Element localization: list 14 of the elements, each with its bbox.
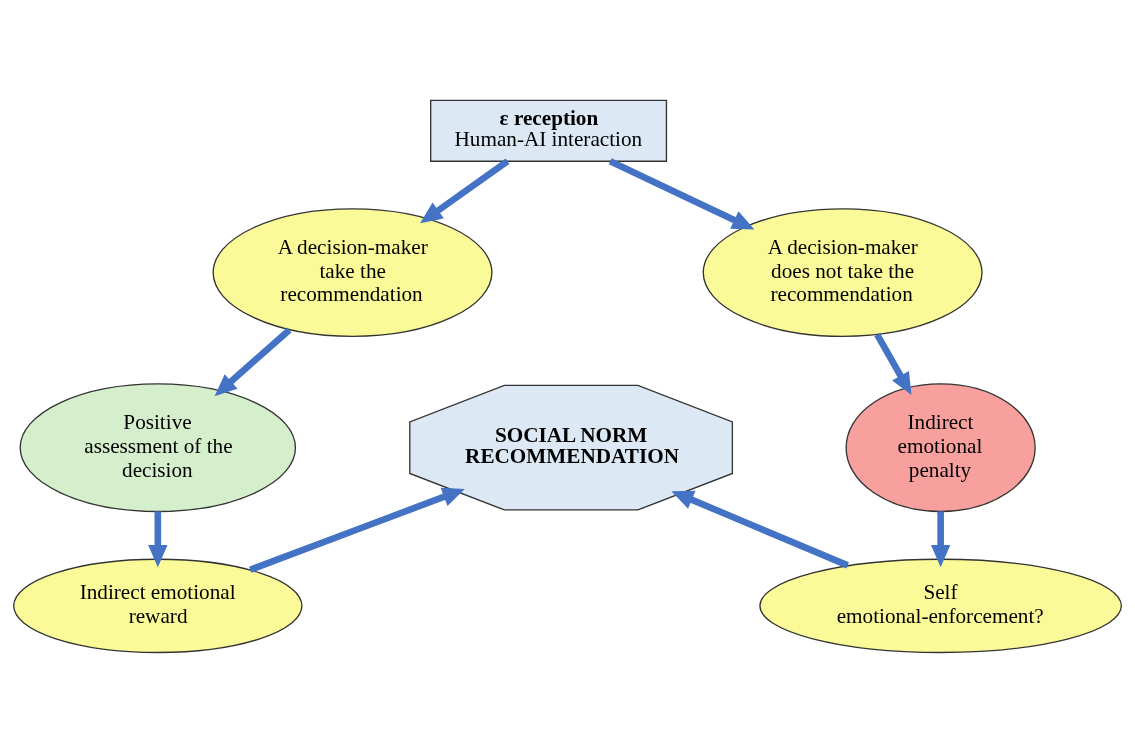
node-ellipse: Self emotional-enforcement? (759, 558, 1123, 653)
arrow (608, 157, 755, 229)
arrow (214, 326, 292, 396)
node-box: ε reception Human-AI interaction (430, 99, 668, 162)
arrow (249, 487, 465, 573)
node-ellipse: Indirect emotional penalty (845, 382, 1036, 512)
arrow (874, 332, 912, 395)
arrow (420, 158, 510, 223)
node-ellipse: Positive assessment of the decision (19, 382, 297, 512)
arrow (148, 510, 168, 567)
node-ellipse: A decision-maker take the recommendation (212, 207, 493, 337)
arrow (671, 490, 849, 568)
arrow (930, 510, 951, 567)
node-ellipse: Indirect emotional reward (13, 558, 303, 653)
